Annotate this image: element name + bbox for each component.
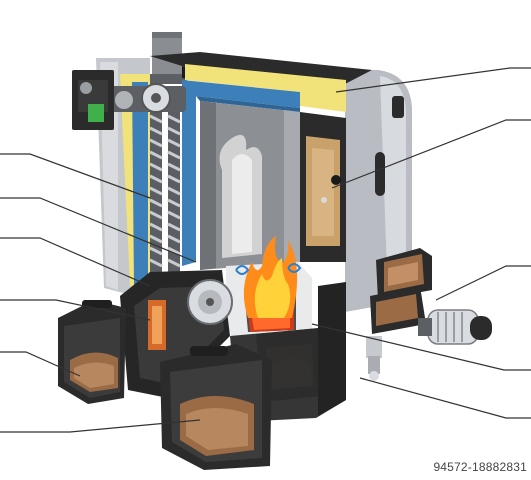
callout-line-left-3	[0, 237, 151, 287]
callout-line-right-2	[331, 119, 531, 189]
smoke-icon	[219, 134, 262, 258]
water-jacket	[132, 80, 300, 288]
watermark-id: 94572-18882831	[433, 460, 527, 474]
boiler-casing-right	[345, 70, 412, 312]
callout-line-left-4	[0, 299, 151, 321]
auger-feeder-right	[370, 248, 432, 334]
callout-line-right-4	[311, 323, 531, 371]
callout-line-right-1	[335, 67, 531, 93]
callout-line-right-3	[435, 265, 531, 301]
pellet-bin-front	[160, 344, 272, 470]
callout-line-left-6	[0, 419, 201, 433]
control-box-icon	[72, 70, 114, 130]
fan-icon	[187, 279, 233, 325]
cleaning-mechanism	[110, 83, 186, 113]
callout-lines	[0, 67, 531, 433]
motor-icon	[418, 309, 492, 345]
callout-line-left-2	[0, 197, 197, 263]
callout-line-left-1	[0, 153, 151, 199]
pipe-fittings	[366, 336, 382, 381]
callout-line-right-5	[359, 377, 531, 419]
air-flow-arrows	[235, 263, 302, 275]
pellet-bin-left	[58, 300, 126, 404]
firebox-door	[300, 112, 346, 262]
flame-icon	[243, 236, 298, 318]
callout-line-left-5	[0, 351, 81, 377]
